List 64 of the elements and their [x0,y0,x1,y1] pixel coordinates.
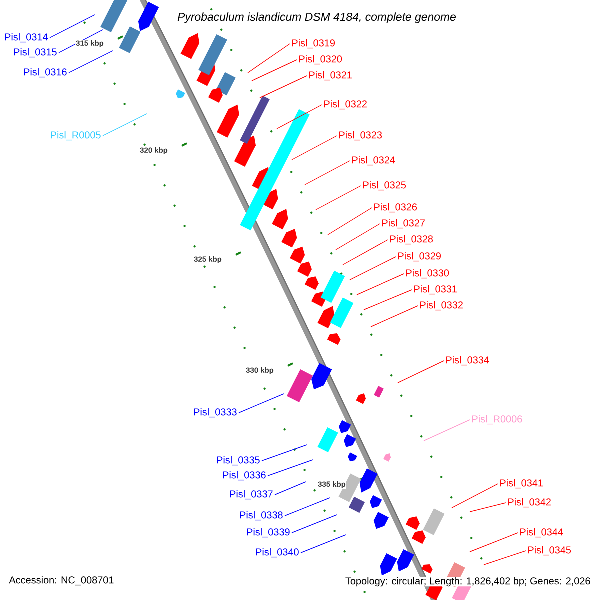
gene-label: Pisl_0339 [247,528,290,538]
leader-line [350,256,396,280]
gene-label: Pisl_0332 [420,301,463,311]
gene-label: Pisl_0337 [230,490,273,500]
gene-label: Pisl_0344 [520,528,564,538]
gene-label: Pisl_0328 [390,235,434,245]
gene-label: Pisl_0327 [382,219,425,229]
leader-line [292,514,338,534]
leader-line [274,482,306,496]
leader-line [248,44,290,74]
gene-label: Pisl_0323 [340,131,382,141]
gene-label: Pisl_0315 [14,48,57,58]
leader-line [284,498,330,516]
gene-label: Pisl_0330 [406,269,450,279]
leader-line [336,224,380,250]
gene-label: Pisl_0324 [352,156,396,166]
gene-label: Pisl_0345 [528,546,572,556]
leader-line [50,14,96,38]
gene-label: Pisl_0329 [398,252,441,262]
leader-line [370,306,418,328]
leader-line [292,136,338,160]
gene-label: Pisl_0326 [374,203,418,213]
gene-label: Pisl_0336 [223,471,266,481]
leader-line [452,484,498,508]
leader-line [102,114,148,136]
leader-line [342,240,388,266]
gene-label: Pisl_0333 [194,408,237,418]
gene-label: Pisl_0316 [24,68,67,78]
gene-label: Pisl_0341 [500,479,543,489]
leader-line [470,502,506,512]
gene-label: Pisl_0325 [364,181,406,191]
gene-label: Pisl_0335 [217,456,260,466]
gene-label: Pisl_R0006 [472,415,522,425]
gene-label: Pisl_0319 [292,39,335,49]
summary-text: Topology: circular; Length: 1,826,402 bp; Genes: 2,026 [345,577,591,587]
accession-text: Accession: NC_008701 [9,576,114,586]
leader-line [356,274,404,296]
leader-line [470,532,518,552]
leader-line [398,360,444,384]
leader-line [304,160,350,186]
gene-label: Pisl_R0005 [51,131,101,141]
leader-line [276,104,322,130]
leader-line [260,76,308,98]
leader-line [68,50,114,74]
leader-line [484,550,526,566]
gene-label: Pisl_0338 [240,511,283,521]
title: Pyrobaculum islandicum DSM 4184, complete genome [176,10,458,26]
leader-line [268,460,314,476]
gene-label: Pisl_0334 [446,356,490,366]
gene-label: Pisl_0320 [300,55,342,65]
gene-label: Pisl_0314 [5,33,48,43]
gene-label: Pisl_0331 [414,285,457,295]
leader-line [252,60,298,82]
leader-line [238,394,284,414]
leader-line [364,290,412,310]
leader-line [300,534,346,554]
gene-label: Pisl_0340 [256,548,299,558]
leader-line [328,208,372,236]
leader-line [316,186,362,210]
gene-label: Pisl_0322 [324,100,367,110]
leader-line [424,420,470,442]
gene-label: Pisl_0342 [508,498,551,508]
leader-line [262,444,308,462]
gene-label: Pisl_0321 [310,71,352,81]
